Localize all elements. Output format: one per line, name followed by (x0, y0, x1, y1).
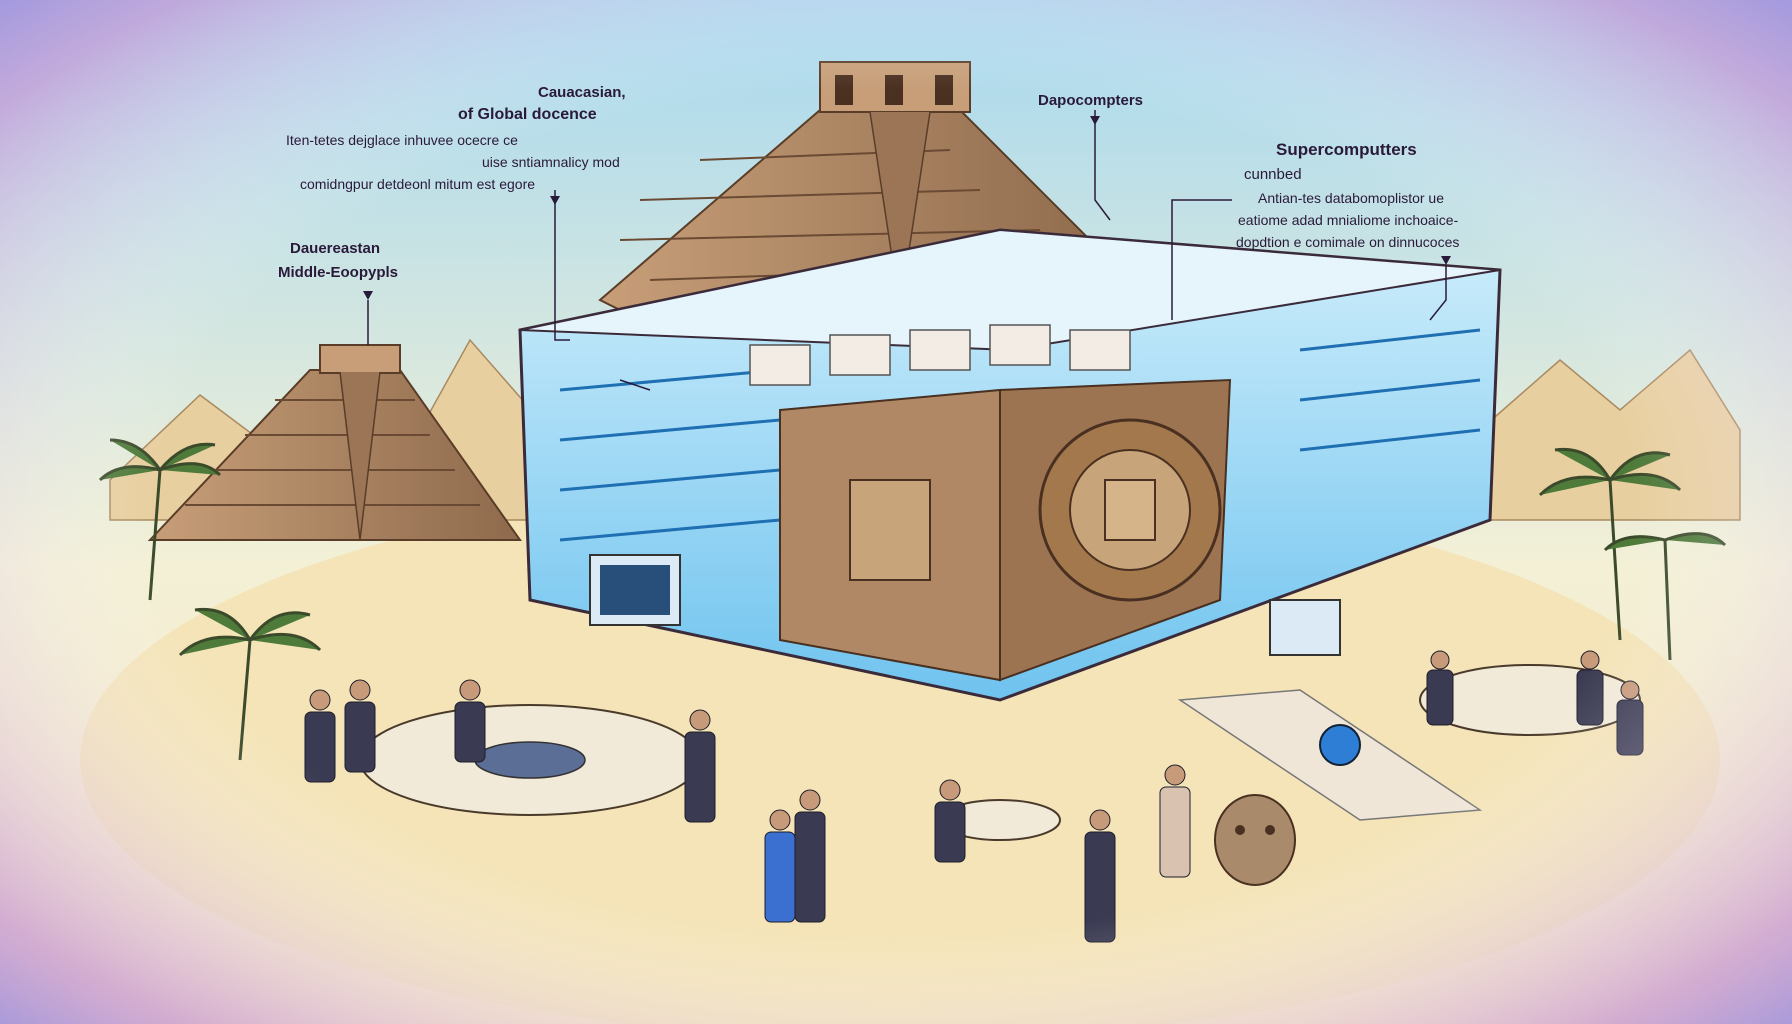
callout-top-left-line-1: Iten-tetes dejglace inhuvee ocecre ce (286, 132, 518, 148)
callout-top-left-line-2: uise sntiamnalicy mod (482, 154, 620, 170)
callout-right-line-2: eatiome adad mnialiome inchoaice- (1238, 212, 1459, 228)
callout-top-left-subheading: of Global docence (458, 106, 597, 123)
callout-left-line-2: Middle-Eoopypls (278, 264, 398, 281)
callout-top-left-line-3: comidngpur detdeonl mitum est egore (300, 176, 536, 192)
callout-top-center-heading: Dapocompters (1038, 92, 1144, 109)
callout-right-line-3: dopdtion e comimale on dinnucoces (1236, 234, 1460, 250)
callout-right-subheading: cunnbed (1244, 166, 1302, 183)
callout-right-heading: Supercomputters (1276, 140, 1417, 159)
callout-left-line-1: Dauereastan (290, 240, 381, 257)
callout-right-line-1: Antian-tes databomoplistor ue (1258, 190, 1444, 206)
callout-top-left-heading: Cauacasian, (538, 84, 626, 101)
